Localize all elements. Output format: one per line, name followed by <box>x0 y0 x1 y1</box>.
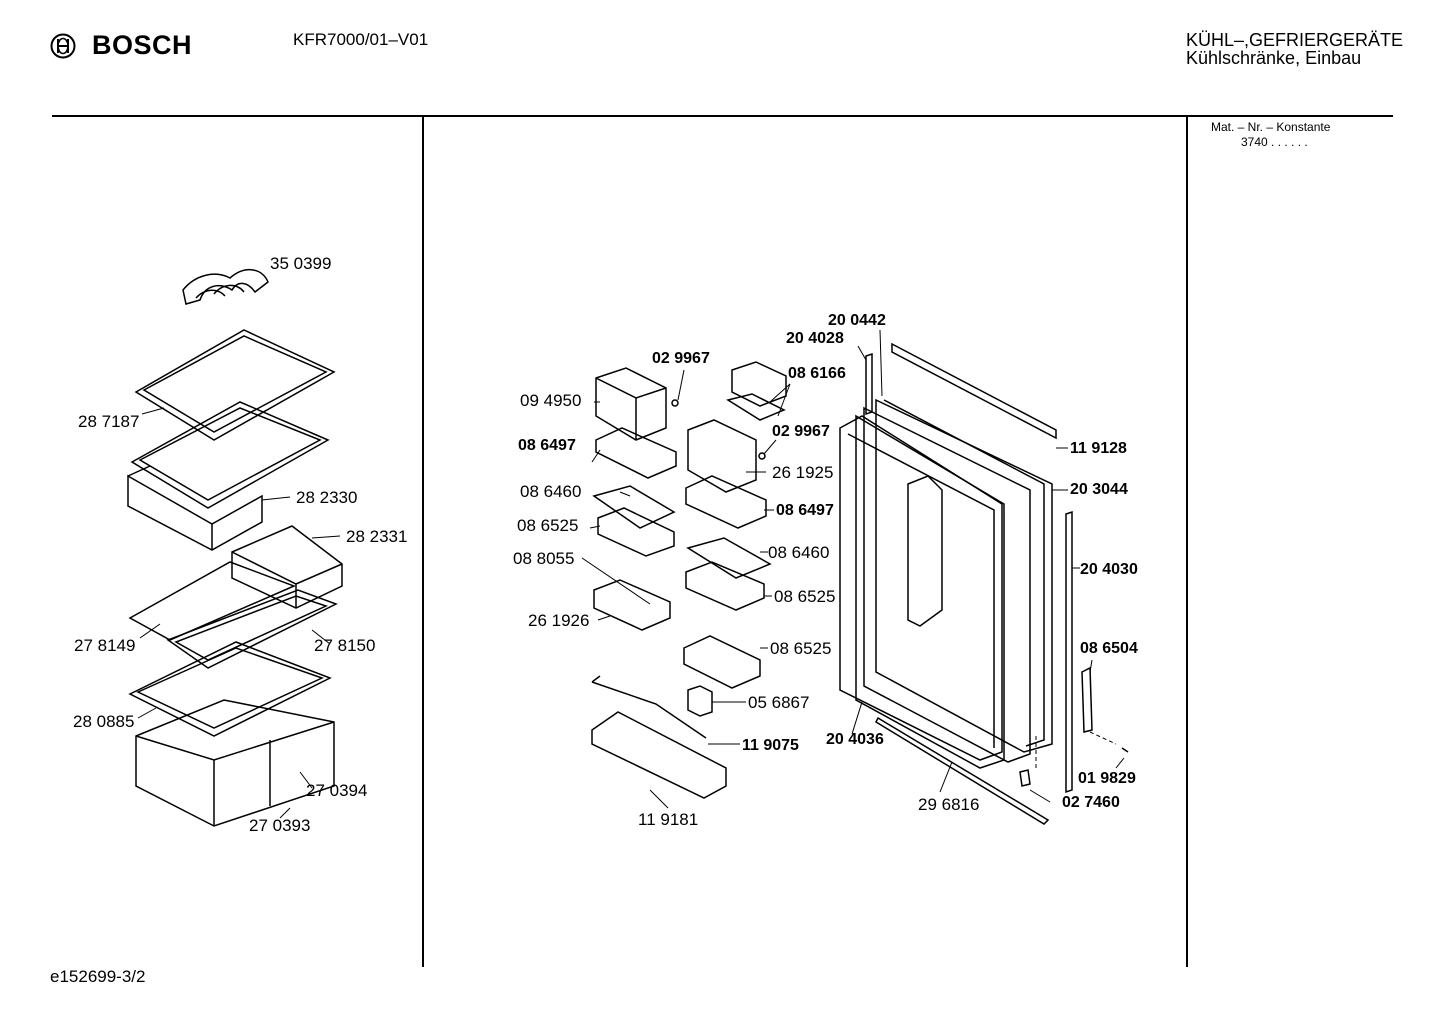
part-label-270394: 27 0394 <box>306 781 368 800</box>
part-label-261925: 26 1925 <box>772 463 834 482</box>
mat-number-value: 3740 . . . . . . <box>1241 135 1308 149</box>
part-label-029967-upper: 02 9967 <box>652 350 710 367</box>
part-label-119075: 11 9075 <box>742 737 799 754</box>
mat-number-label: Mat. – Nr. – Konstante <box>1211 120 1331 134</box>
part-label-029967-lower: 02 9967 <box>772 423 830 440</box>
part-label-086460-left: 08 6460 <box>520 482 582 501</box>
category-subtitle: Kühlschränke, Einbau <box>1186 48 1362 68</box>
cabinet-parts <box>127 269 343 827</box>
part-label-086497-left: 08 6497 <box>518 437 576 454</box>
door-assembly <box>839 342 1129 825</box>
part-label-287187: 28 7187 <box>78 412 140 431</box>
part-label-203044: 20 3044 <box>1070 481 1128 498</box>
part-label-119128: 11 9128 <box>1070 440 1127 457</box>
part-label-282331: 28 2331 <box>346 527 408 546</box>
part-label-204036: 20 4036 <box>826 731 884 748</box>
part-label-296816: 29 6816 <box>918 795 980 814</box>
category-title: KÜHL–,GEFRIERGERÄTE <box>1186 30 1404 50</box>
part-label-270393: 27 0393 <box>249 816 311 835</box>
part-label-086497-right: 08 6497 <box>776 502 834 519</box>
door-accessories <box>591 361 787 799</box>
part-label-204030: 20 4030 <box>1080 561 1138 578</box>
part-label-282330: 28 2330 <box>296 488 358 507</box>
part-label-261926: 26 1926 <box>528 611 590 630</box>
part-label-019829: 01 9829 <box>1078 770 1136 787</box>
part-label-088055: 08 8055 <box>513 549 575 568</box>
brand-name: BOSCH <box>92 30 193 60</box>
part-label-056867: 05 6867 <box>748 693 810 712</box>
part-label-086166: 08 6166 <box>788 365 846 382</box>
part-label-027460: 02 7460 <box>1062 794 1120 811</box>
part-label-086525-right: 08 6525 <box>774 587 836 606</box>
bosch-logo-icon <box>50 33 76 58</box>
part-label-278150: 27 8150 <box>314 636 376 655</box>
part-label-278149: 27 8149 <box>74 636 136 655</box>
part-label-094950: 09 4950 <box>520 391 582 410</box>
part-label-119181: 11 9181 <box>638 810 699 829</box>
part-label-350399: 35 0399 <box>270 254 332 273</box>
part-label-200442: 20 0442 <box>828 312 886 329</box>
part-label-280885: 28 0885 <box>73 712 135 731</box>
document-id: e152699-3/2 <box>50 967 146 986</box>
part-label-086504: 08 6504 <box>1080 640 1138 657</box>
part-label-086525-left: 08 6525 <box>517 516 579 535</box>
model-number: KFR7000/01–V01 <box>293 30 429 49</box>
brand: BOSCH <box>50 30 192 61</box>
part-label-204028: 20 4028 <box>786 330 844 347</box>
part-label-086460-right: 08 6460 <box>768 543 830 562</box>
part-label-086525-bottom: 08 6525 <box>770 639 832 658</box>
